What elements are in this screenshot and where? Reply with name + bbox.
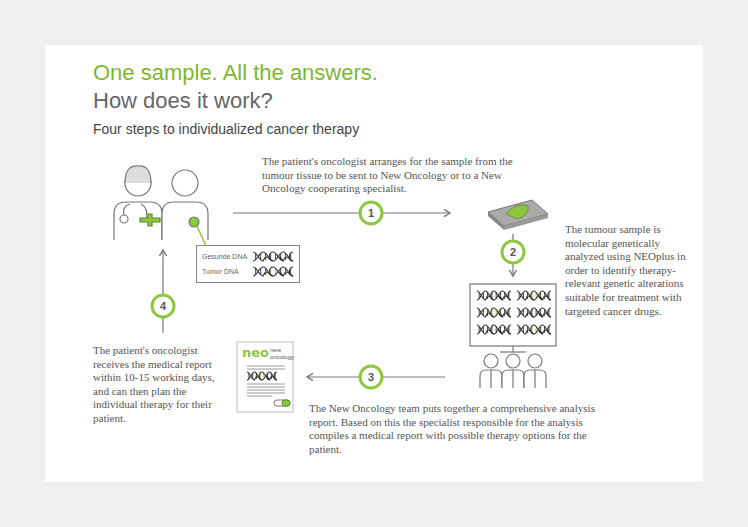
logo-mark: neo [242,345,269,360]
callout-number: 1 [363,206,379,220]
dna-box: Gesunde DNA Tumor DNA [196,245,300,283]
step-description: The patient's oncologist arranges for th… [262,155,534,196]
step-arrow [233,212,450,213]
dna-label: Tumor DNA [202,268,239,275]
step-description: The tumour sample is molecular genetical… [565,223,699,318]
report-logo: neonew oncology [237,342,293,364]
step-description: The patient's oncologist receives the me… [93,344,221,426]
subtitle: How does it work? [93,88,273,114]
scientist-figures [480,354,546,388]
subheading: Four steps to individualized cancer ther… [93,121,359,137]
logo-text: new oncology [270,347,292,361]
title: One sample. All the answers. [93,60,378,86]
callout-number: 3 [363,370,379,384]
patient-figure [162,170,208,246]
step-circle [502,241,524,263]
callout-number: 4 [155,299,171,313]
analysis-screen [470,284,556,352]
doctor-figure [114,166,162,240]
tissue-sample [488,200,548,230]
dna-label: Gesunde DNA [202,253,247,260]
step-arrow [162,250,163,333]
step-circle [152,295,174,317]
callout-number: 2 [505,245,521,259]
step-circle [360,202,382,224]
step-description: The New Oncology team puts together a co… [309,402,601,456]
report-details [237,342,293,412]
step-circle [360,366,382,388]
